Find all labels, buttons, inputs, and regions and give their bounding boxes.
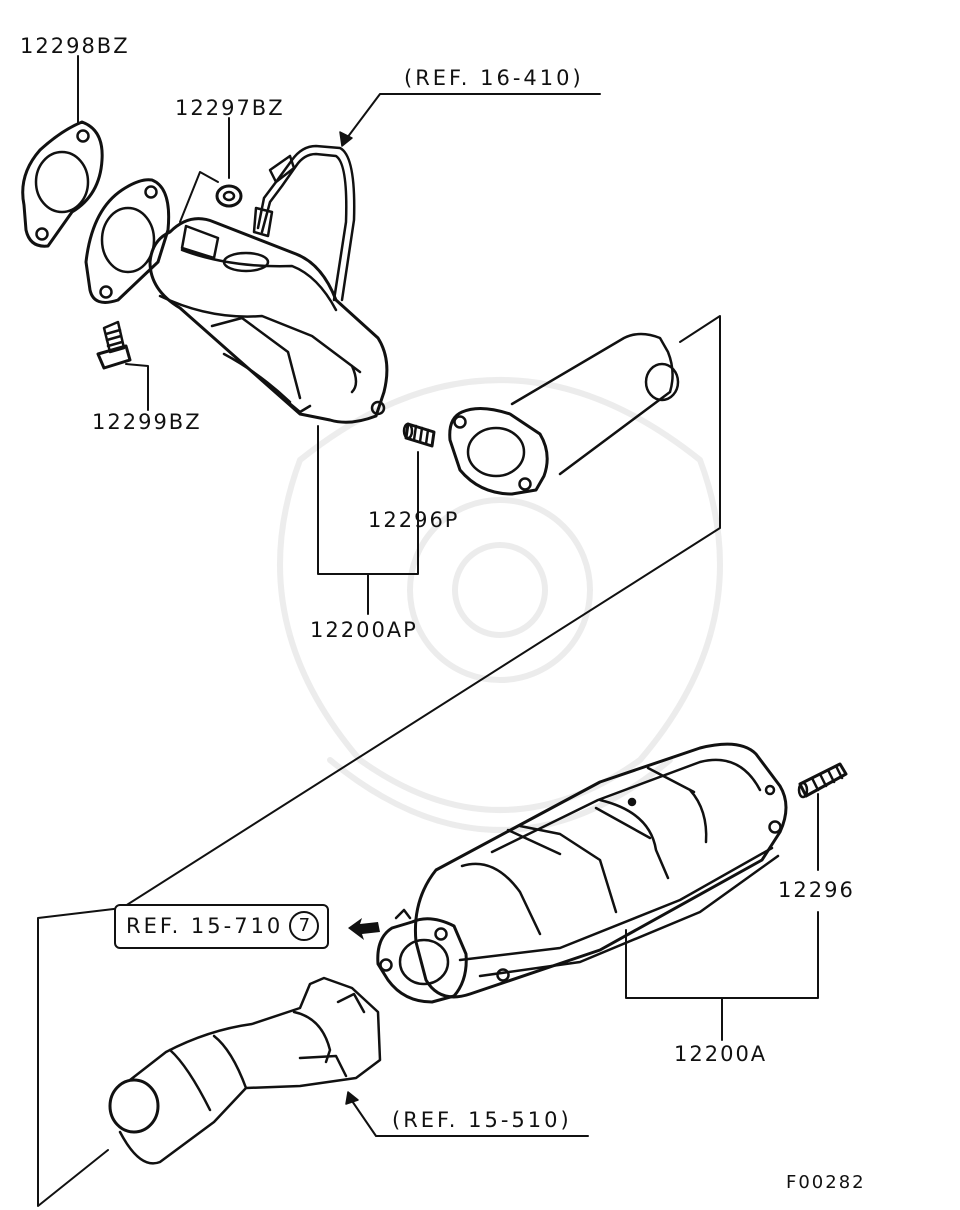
front-pipe-ref-arrowhead: [345, 1091, 359, 1105]
watermark: [277, 377, 723, 833]
rear-converter-flange: [376, 908, 468, 1004]
nut: [215, 184, 243, 208]
ref-circle-number: 7: [289, 911, 320, 941]
sensor-ref-leader: [343, 93, 601, 143]
part-label-12297BZ[interactable]: 12297BZ: [175, 96, 285, 120]
front-pipe-ref-leader: [349, 1097, 589, 1137]
rear-converter-bracket: [625, 911, 819, 1041]
part-label-12200A[interactable]: 12200A: [674, 1042, 768, 1066]
front-pipe: [108, 976, 382, 1165]
front-gasket: [21, 120, 104, 248]
nut-pointer: [179, 171, 219, 223]
bolt: [96, 320, 132, 370]
oxygen-sensor: [252, 144, 356, 302]
ref-box-15-710[interactable]: REF. 15-710 7: [114, 904, 330, 949]
front-stud: [402, 422, 436, 448]
part-label-12200AP[interactable]: 12200AP: [310, 618, 418, 642]
part-label-12296P[interactable]: 12296P: [368, 508, 460, 532]
sensor-ref-arrowhead: [339, 131, 353, 147]
rear-stud: [797, 762, 848, 799]
drawing-code: F00282: [786, 1172, 866, 1193]
middle-pipe-section: [448, 332, 680, 496]
ref-15-710-arrow: [348, 918, 380, 940]
ref-label-oxygen-sensor[interactable]: (REF. 16-410): [404, 66, 584, 90]
front-flange: [84, 178, 171, 304]
part-label-12299BZ[interactable]: 12299BZ: [92, 410, 202, 434]
rear-catalytic-converter: [413, 742, 788, 999]
part-label-12296[interactable]: 12296: [778, 878, 855, 902]
ref-label-front-pipe[interactable]: (REF. 15-510): [392, 1108, 572, 1132]
ref-label-pipe-section: REF. 15-710: [126, 913, 284, 938]
front-converter-bracket: [317, 425, 419, 615]
part-label-12298BZ[interactable]: 12298BZ: [20, 34, 130, 58]
bolt-leader: [125, 363, 149, 411]
front-catalytic-converter: [148, 217, 389, 424]
